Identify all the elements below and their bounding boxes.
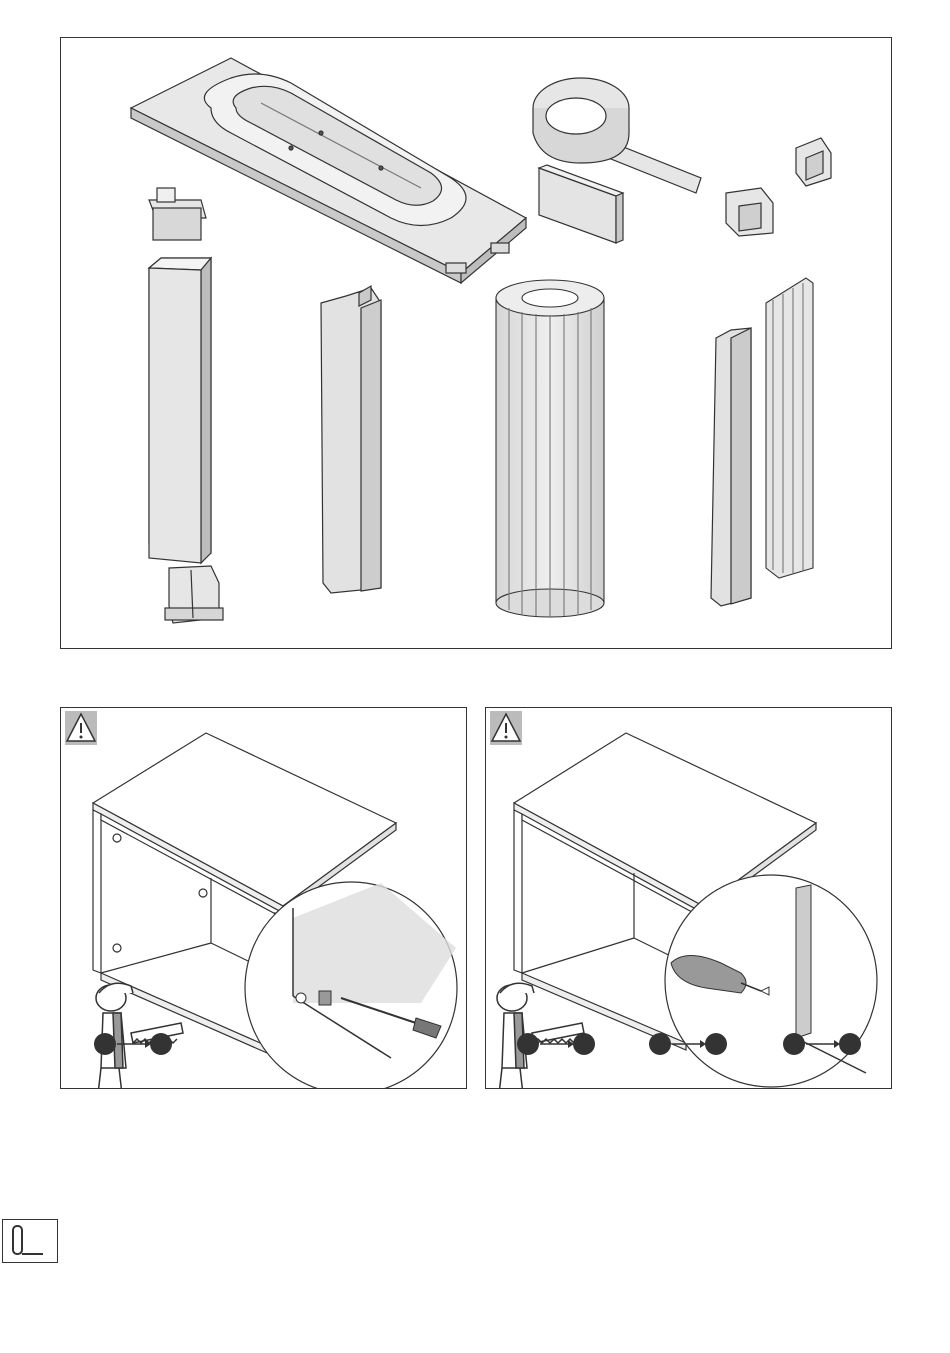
step-sequence-1 [93,1030,173,1058]
bottom-clip [165,566,223,623]
corner-connector-a [726,188,773,236]
booklet-icon [3,1220,57,1262]
step-sequence-1 [516,1030,596,1058]
step-sequence-2 [648,1030,728,1058]
step-panel-screwdriver [60,707,467,1089]
grooved-profile [766,278,813,578]
step-sequence-3 [782,1030,862,1058]
magnifier-detail [245,882,457,1088]
square-column [149,258,211,563]
base-tray [131,58,526,283]
step-panel-drill [485,707,892,1089]
corner-cover [711,328,751,606]
corner-connector-b [796,138,831,186]
parts-overview-panel [60,37,892,649]
round-column [496,280,604,617]
angle-profile [321,286,381,593]
dowel-icon [319,991,331,1005]
side-tab [2,1219,58,1263]
top-clip [149,188,206,240]
foam-block [539,165,623,243]
